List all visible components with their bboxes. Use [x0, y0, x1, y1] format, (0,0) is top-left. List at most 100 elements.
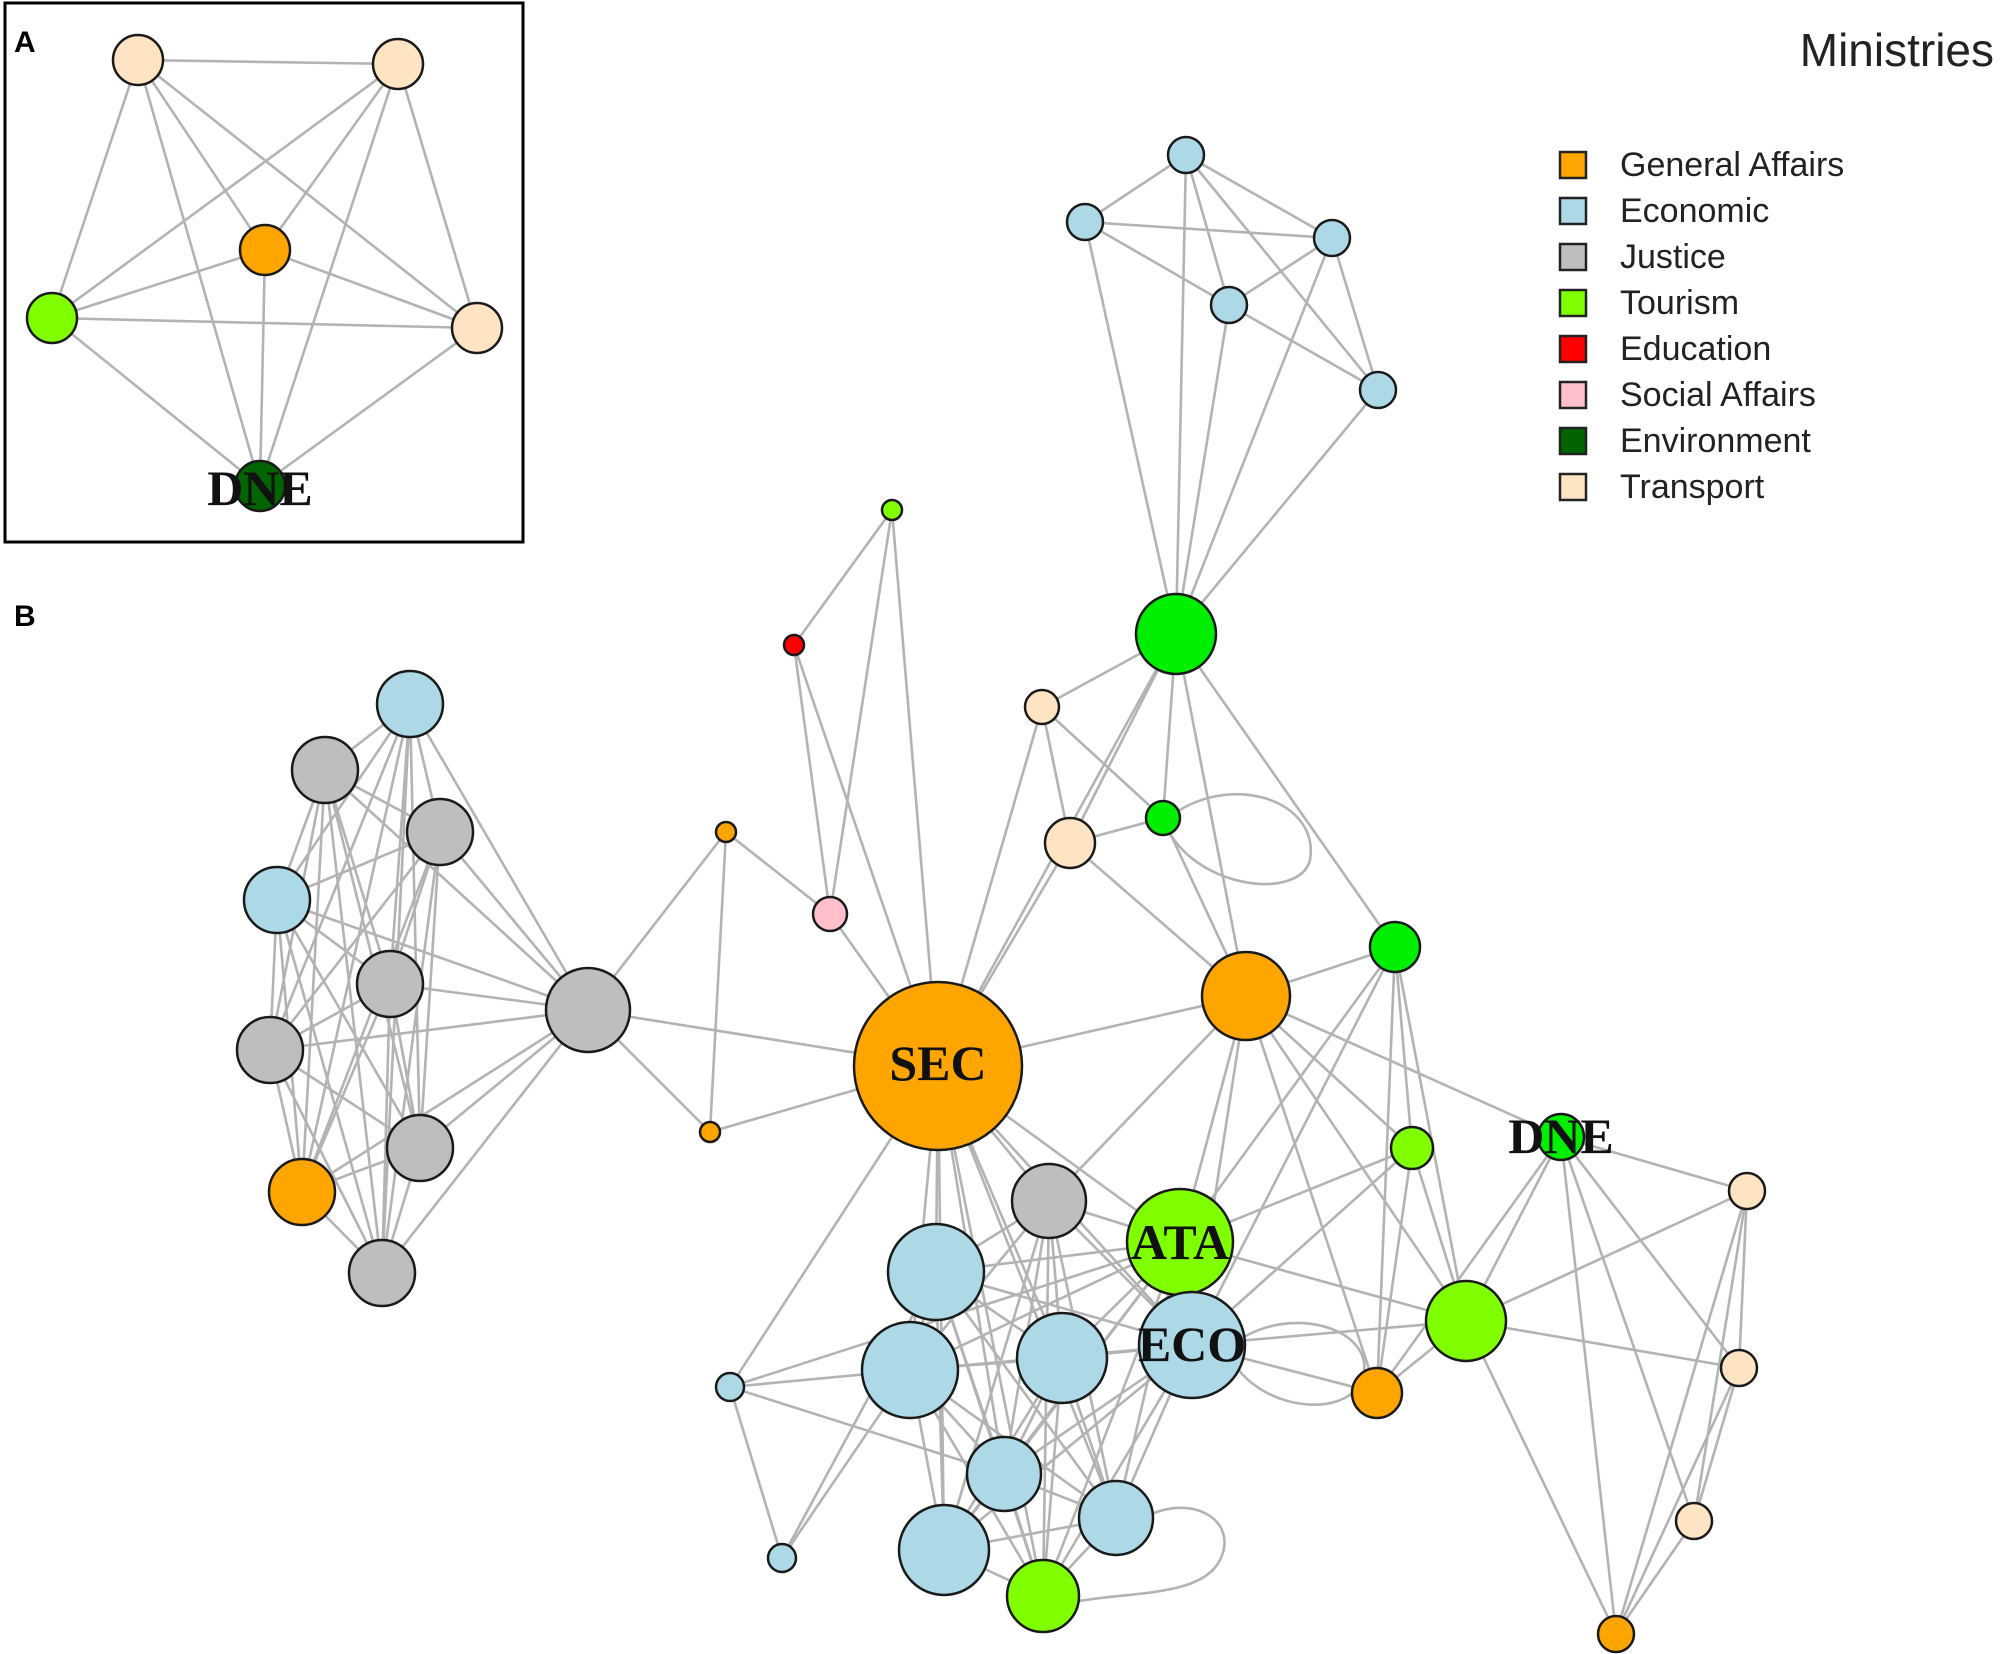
- node-e4: [1065, 202, 1105, 242]
- edge-a-11: [258, 249, 267, 487]
- edge-b-43: [301, 1008, 589, 1194]
- edge-b-129: [1614, 1520, 1696, 1635]
- edge-b-55: [1084, 220, 1333, 240]
- edge-b-116: [1559, 1136, 1696, 1522]
- node-j1: [544, 966, 632, 1054]
- node-g6: [1596, 1614, 1636, 1654]
- panel-a-frame: [3, 1, 525, 544]
- edge-a-6: [51, 62, 399, 320]
- edge-b-6: [300, 703, 412, 1193]
- edge-a-13: [51, 316, 261, 488]
- node-g2: [714, 820, 738, 844]
- legend-label-6: Environment: [1620, 422, 1811, 460]
- edge-b-115: [1559, 1136, 1741, 1369]
- edge-b-38: [269, 1008, 589, 1052]
- edge-b-90: [828, 509, 894, 915]
- edge-a-2: [50, 59, 140, 319]
- edge-a-5: [263, 63, 400, 251]
- node-t4: [1389, 1125, 1435, 1171]
- edge-b-103: [1048, 995, 1247, 1202]
- node-e10: [1015, 1311, 1109, 1405]
- edge-b-106: [1393, 946, 1468, 1322]
- edge-b-64: [1174, 389, 1380, 635]
- node-p3: [1727, 1171, 1767, 1211]
- panel-a-edges: [50, 58, 479, 488]
- node-a1: [111, 33, 165, 87]
- node-e3: [1166, 135, 1206, 175]
- edge-a-8: [258, 63, 400, 487]
- legend-label-1: Economic: [1620, 192, 1769, 230]
- node-e2: [242, 865, 312, 935]
- node-t2: [1144, 799, 1182, 837]
- node-label-dne-b: DNE: [1508, 1108, 1614, 1164]
- edge-b-26: [275, 899, 422, 1149]
- node-t6: [880, 498, 904, 522]
- edge-b-11: [323, 769, 392, 985]
- edge-b-61: [1083, 221, 1178, 635]
- edge-b-117: [1559, 1136, 1618, 1635]
- edge-b-108: [1190, 946, 1397, 1346]
- edge-b-44: [380, 1009, 590, 1274]
- edge-b-2: [275, 703, 412, 901]
- node-e15: [766, 1542, 798, 1574]
- edge-b-60: [1174, 154, 1188, 635]
- edge-b-15: [323, 769, 384, 1274]
- node-label-ata: ATA: [1131, 1214, 1229, 1270]
- edge-b-29: [276, 898, 589, 1012]
- panel-b-label: B: [14, 600, 36, 633]
- edge-b-182: [729, 1385, 1005, 1476]
- node-e14: [714, 1371, 746, 1403]
- node-j6: [385, 1113, 455, 1183]
- edge-a-12: [51, 316, 478, 330]
- node-j7: [347, 1238, 417, 1308]
- node-j8: [1010, 1162, 1088, 1240]
- edge-b-91: [1041, 706, 1164, 819]
- edge-b-128: [1692, 1367, 1741, 1522]
- edge-b-69: [1174, 633, 1248, 997]
- node-g3: [698, 1120, 722, 1144]
- legend-title: Ministries: [1800, 24, 1994, 76]
- loop-e12: [1059, 1506, 1226, 1607]
- edge-b-125: [1737, 1190, 1749, 1369]
- edge-b-48: [708, 831, 728, 1133]
- edge-b-118: [1375, 1136, 1563, 1394]
- node-p1: [1023, 688, 1061, 726]
- edge-b-139: [1041, 1241, 1182, 1597]
- edge-a-4: [136, 59, 262, 487]
- edge-b-127: [1614, 1190, 1749, 1635]
- edge-a-3: [137, 58, 478, 330]
- node-j2: [290, 735, 360, 805]
- legend-label-3: Tourism: [1620, 284, 1739, 322]
- node-e7: [1358, 370, 1398, 410]
- legend-label-5: Social Affairs: [1620, 376, 1816, 414]
- legend-swatch-2: [1558, 242, 1588, 272]
- node-g1: [267, 1157, 337, 1227]
- node-t7: [1005, 1558, 1081, 1634]
- edge-b-114: [1560, 1135, 1748, 1193]
- edge-a-7: [396, 63, 479, 329]
- node-a3: [238, 223, 292, 277]
- edge-b-102: [1244, 995, 1468, 1322]
- edge-b-22: [380, 831, 442, 1274]
- edge-b-123: [1465, 1319, 1740, 1370]
- edge-b-4: [268, 703, 412, 1051]
- node-e9: [860, 1320, 960, 1420]
- legend-swatch-5: [1558, 380, 1588, 410]
- node-e8: [886, 1222, 986, 1322]
- node-eco: [1137, 1290, 1247, 1400]
- node-s1: [811, 895, 849, 933]
- edge-b-59: [1228, 303, 1379, 392]
- loop-t2: [1166, 793, 1313, 886]
- node-e1: [375, 669, 445, 739]
- node-label-dne-a: DNE: [207, 460, 313, 516]
- node-j5: [235, 1015, 305, 1085]
- edge-b-101: [1245, 994, 1562, 1139]
- node-a6: [233, 459, 287, 513]
- node-t5: [1424, 1279, 1508, 1363]
- node-label-sec: SEC: [889, 1035, 986, 1091]
- node-sec: [852, 980, 1024, 1152]
- node-p4: [1719, 1348, 1759, 1388]
- node-t1: [1134, 592, 1218, 676]
- edge-b-37: [268, 1049, 384, 1274]
- node-p2: [1043, 816, 1097, 870]
